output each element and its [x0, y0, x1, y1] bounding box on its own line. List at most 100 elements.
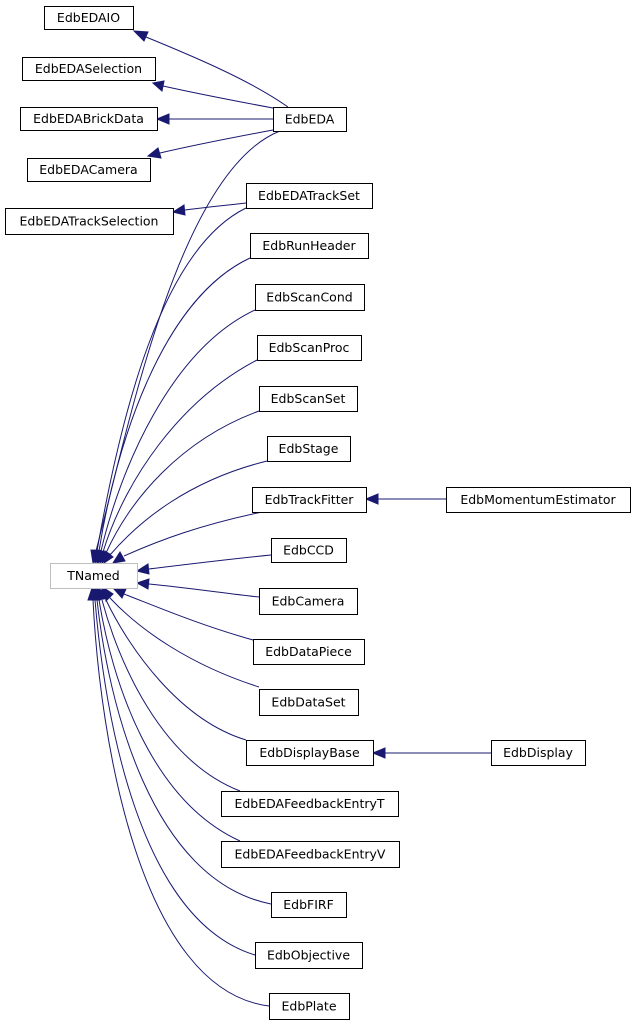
class-node-label: EdbEDABrickData — [33, 111, 144, 126]
class-node-label: EdbEDASelection — [35, 61, 142, 76]
class-node-edbedabrickdata[interactable]: EdbEDABrickData — [20, 107, 158, 131]
class-node-edbdisplaybase[interactable]: EdbDisplayBase — [246, 740, 374, 766]
class-node-box — [221, 791, 399, 817]
class-node-label: EdbEDAIO — [57, 10, 120, 25]
class-node-label: EdbMomentumEstimator — [460, 492, 616, 507]
class-node-label: EdbRunHeader — [262, 238, 356, 253]
class-node-edbedatrackselection[interactable]: EdbEDATrackSelection — [5, 208, 174, 235]
class-node-box — [259, 588, 358, 615]
edge-line — [148, 583, 260, 598]
class-node-label: EdbEDAFeedbackEntryT — [234, 796, 384, 811]
edge-edbeda-to-edbedaio — [132, 30, 289, 108]
class-node-label: EdbTrackFitter — [265, 492, 355, 507]
class-node-label: EdbScanSet — [271, 391, 346, 406]
edge-edbeda-to-edbedaselection — [151, 80, 274, 109]
class-node-box — [20, 107, 158, 131]
class-node-box — [22, 57, 156, 81]
class-node-label: EdbEDACamera — [39, 162, 137, 177]
class-node-box — [246, 740, 374, 766]
class-node-edbcamera[interactable]: EdbCamera — [259, 588, 358, 615]
edge-line — [109, 460, 268, 556]
edge-edbscanproc-to-tnamed — [98, 359, 258, 565]
class-node-box — [44, 6, 134, 30]
class-node-edbdataset[interactable]: EdbDataSet — [259, 689, 359, 716]
class-node-box — [273, 107, 347, 132]
class-node-box — [267, 436, 351, 462]
edge-edbedafeedbackentryv-to-tnamed — [93, 586, 241, 842]
class-node-box — [491, 740, 586, 766]
arrowhead-icon — [111, 551, 126, 564]
edge-line — [109, 597, 260, 688]
class-node-edbedaio[interactable]: EdbEDAIO — [44, 6, 134, 30]
class-node-edbedaselection[interactable]: EdbEDASelection — [22, 57, 156, 81]
edge-line — [123, 511, 263, 557]
edge-line — [96, 207, 247, 552]
class-node-edbdatapiece[interactable]: EdbDataPiece — [253, 639, 365, 665]
class-node-edbmomentumestimator[interactable]: EdbMomentumEstimator — [446, 487, 631, 513]
class-node-box — [257, 335, 362, 361]
class-node-edbobjective[interactable]: EdbObjective — [255, 942, 363, 969]
arrowhead-icon — [103, 550, 114, 564]
arrowhead-icon — [135, 578, 150, 590]
class-node-label: EdbDisplayBase — [259, 745, 360, 760]
edge-edbdisplay-to-edbdisplaybase — [371, 747, 491, 759]
class-node-box — [255, 284, 365, 311]
class-node-label: EdbObjective — [267, 948, 350, 963]
class-node-edbplate[interactable]: EdbPlate — [269, 993, 350, 1020]
edge-edbrunheader-to-tnamed — [94, 257, 251, 565]
edge-edbstage-to-tnamed — [103, 460, 268, 564]
class-node-edbedafeedbackentryt[interactable]: EdbEDAFeedbackEntryT — [221, 791, 399, 817]
edge-line — [92, 599, 270, 1007]
edge-line — [123, 593, 254, 641]
edge-line — [94, 599, 256, 956]
class-node-label: EdbEDAFeedbackEntryV — [235, 847, 386, 862]
nodes-layer: EdbEDAIOEdbEDASelectionEdbEDABrickDataEd… — [5, 6, 631, 1020]
class-node-label: EdbEDATrackSet — [258, 188, 360, 203]
edge-edbdatapiece-to-tnamed — [111, 587, 254, 641]
class-node-label: EdbCamera — [272, 594, 345, 609]
edge-edbeda-to-edbedabrickdata — [155, 113, 273, 125]
edge-edbccd-to-tnamed — [135, 554, 272, 575]
edge-line — [159, 129, 274, 154]
class-node-label: EdbCCD — [283, 543, 334, 558]
class-node-edbscanproc[interactable]: EdbScanProc — [257, 335, 362, 361]
class-node-edbrunheader[interactable]: EdbRunHeader — [250, 233, 369, 259]
class-node-box — [246, 183, 373, 209]
arrowhead-icon — [171, 204, 186, 216]
class-node-edbedafeedbackentryv[interactable]: EdbEDAFeedbackEntryV — [221, 841, 400, 868]
edge-line — [184, 202, 247, 211]
class-node-edbscanset[interactable]: EdbScanSet — [259, 386, 358, 412]
class-node-edbtrackfitter[interactable]: EdbTrackFitter — [252, 487, 367, 513]
arrowhead-icon — [151, 80, 165, 92]
class-node-label: EdbPlate — [281, 999, 336, 1014]
class-node-label: EdbEDA — [285, 112, 335, 127]
edge-line — [101, 599, 241, 792]
class-node-edbccd[interactable]: EdbCCD — [271, 538, 347, 563]
class-node-edbedacamera[interactable]: EdbEDACamera — [27, 158, 151, 182]
edge-edbtrackfitter-to-tnamed — [111, 511, 263, 564]
class-node-box — [221, 841, 400, 868]
class-node-edbscancond[interactable]: EdbScanCond — [255, 284, 365, 311]
class-node-label: EdbScanCond — [266, 290, 352, 305]
class-node-edbeda[interactable]: EdbEDA — [273, 107, 347, 132]
arrowhead-icon — [155, 113, 170, 125]
class-node-box — [259, 689, 359, 716]
class-node-edbfirf[interactable]: EdbFIRF — [271, 892, 347, 918]
class-node-tnamed[interactable]: TNamed — [50, 563, 138, 589]
class-node-edbdisplay[interactable]: EdbDisplay — [491, 740, 586, 766]
class-node-label: EdbFIRF — [283, 897, 334, 912]
class-node-label: EdbEDATrackSelection — [20, 214, 159, 229]
class-node-edbedatrackset[interactable]: EdbEDATrackSet — [246, 183, 373, 209]
class-node-edbstage[interactable]: EdbStage — [267, 436, 351, 462]
edge-line — [105, 410, 260, 554]
edge-edbedatrackset-to-edbedatrackselection — [171, 202, 247, 216]
edge-line — [102, 359, 258, 553]
edge-line — [162, 85, 274, 109]
edge-edbedafeedbackentryt-to-tnamed — [97, 586, 241, 792]
arrowhead-icon — [364, 493, 379, 505]
class-node-label: TNamed — [66, 568, 119, 583]
edges-layer — [87, 30, 491, 1007]
edge-edbscanset-to-tnamed — [100, 410, 260, 565]
arrowhead-icon — [135, 563, 150, 575]
